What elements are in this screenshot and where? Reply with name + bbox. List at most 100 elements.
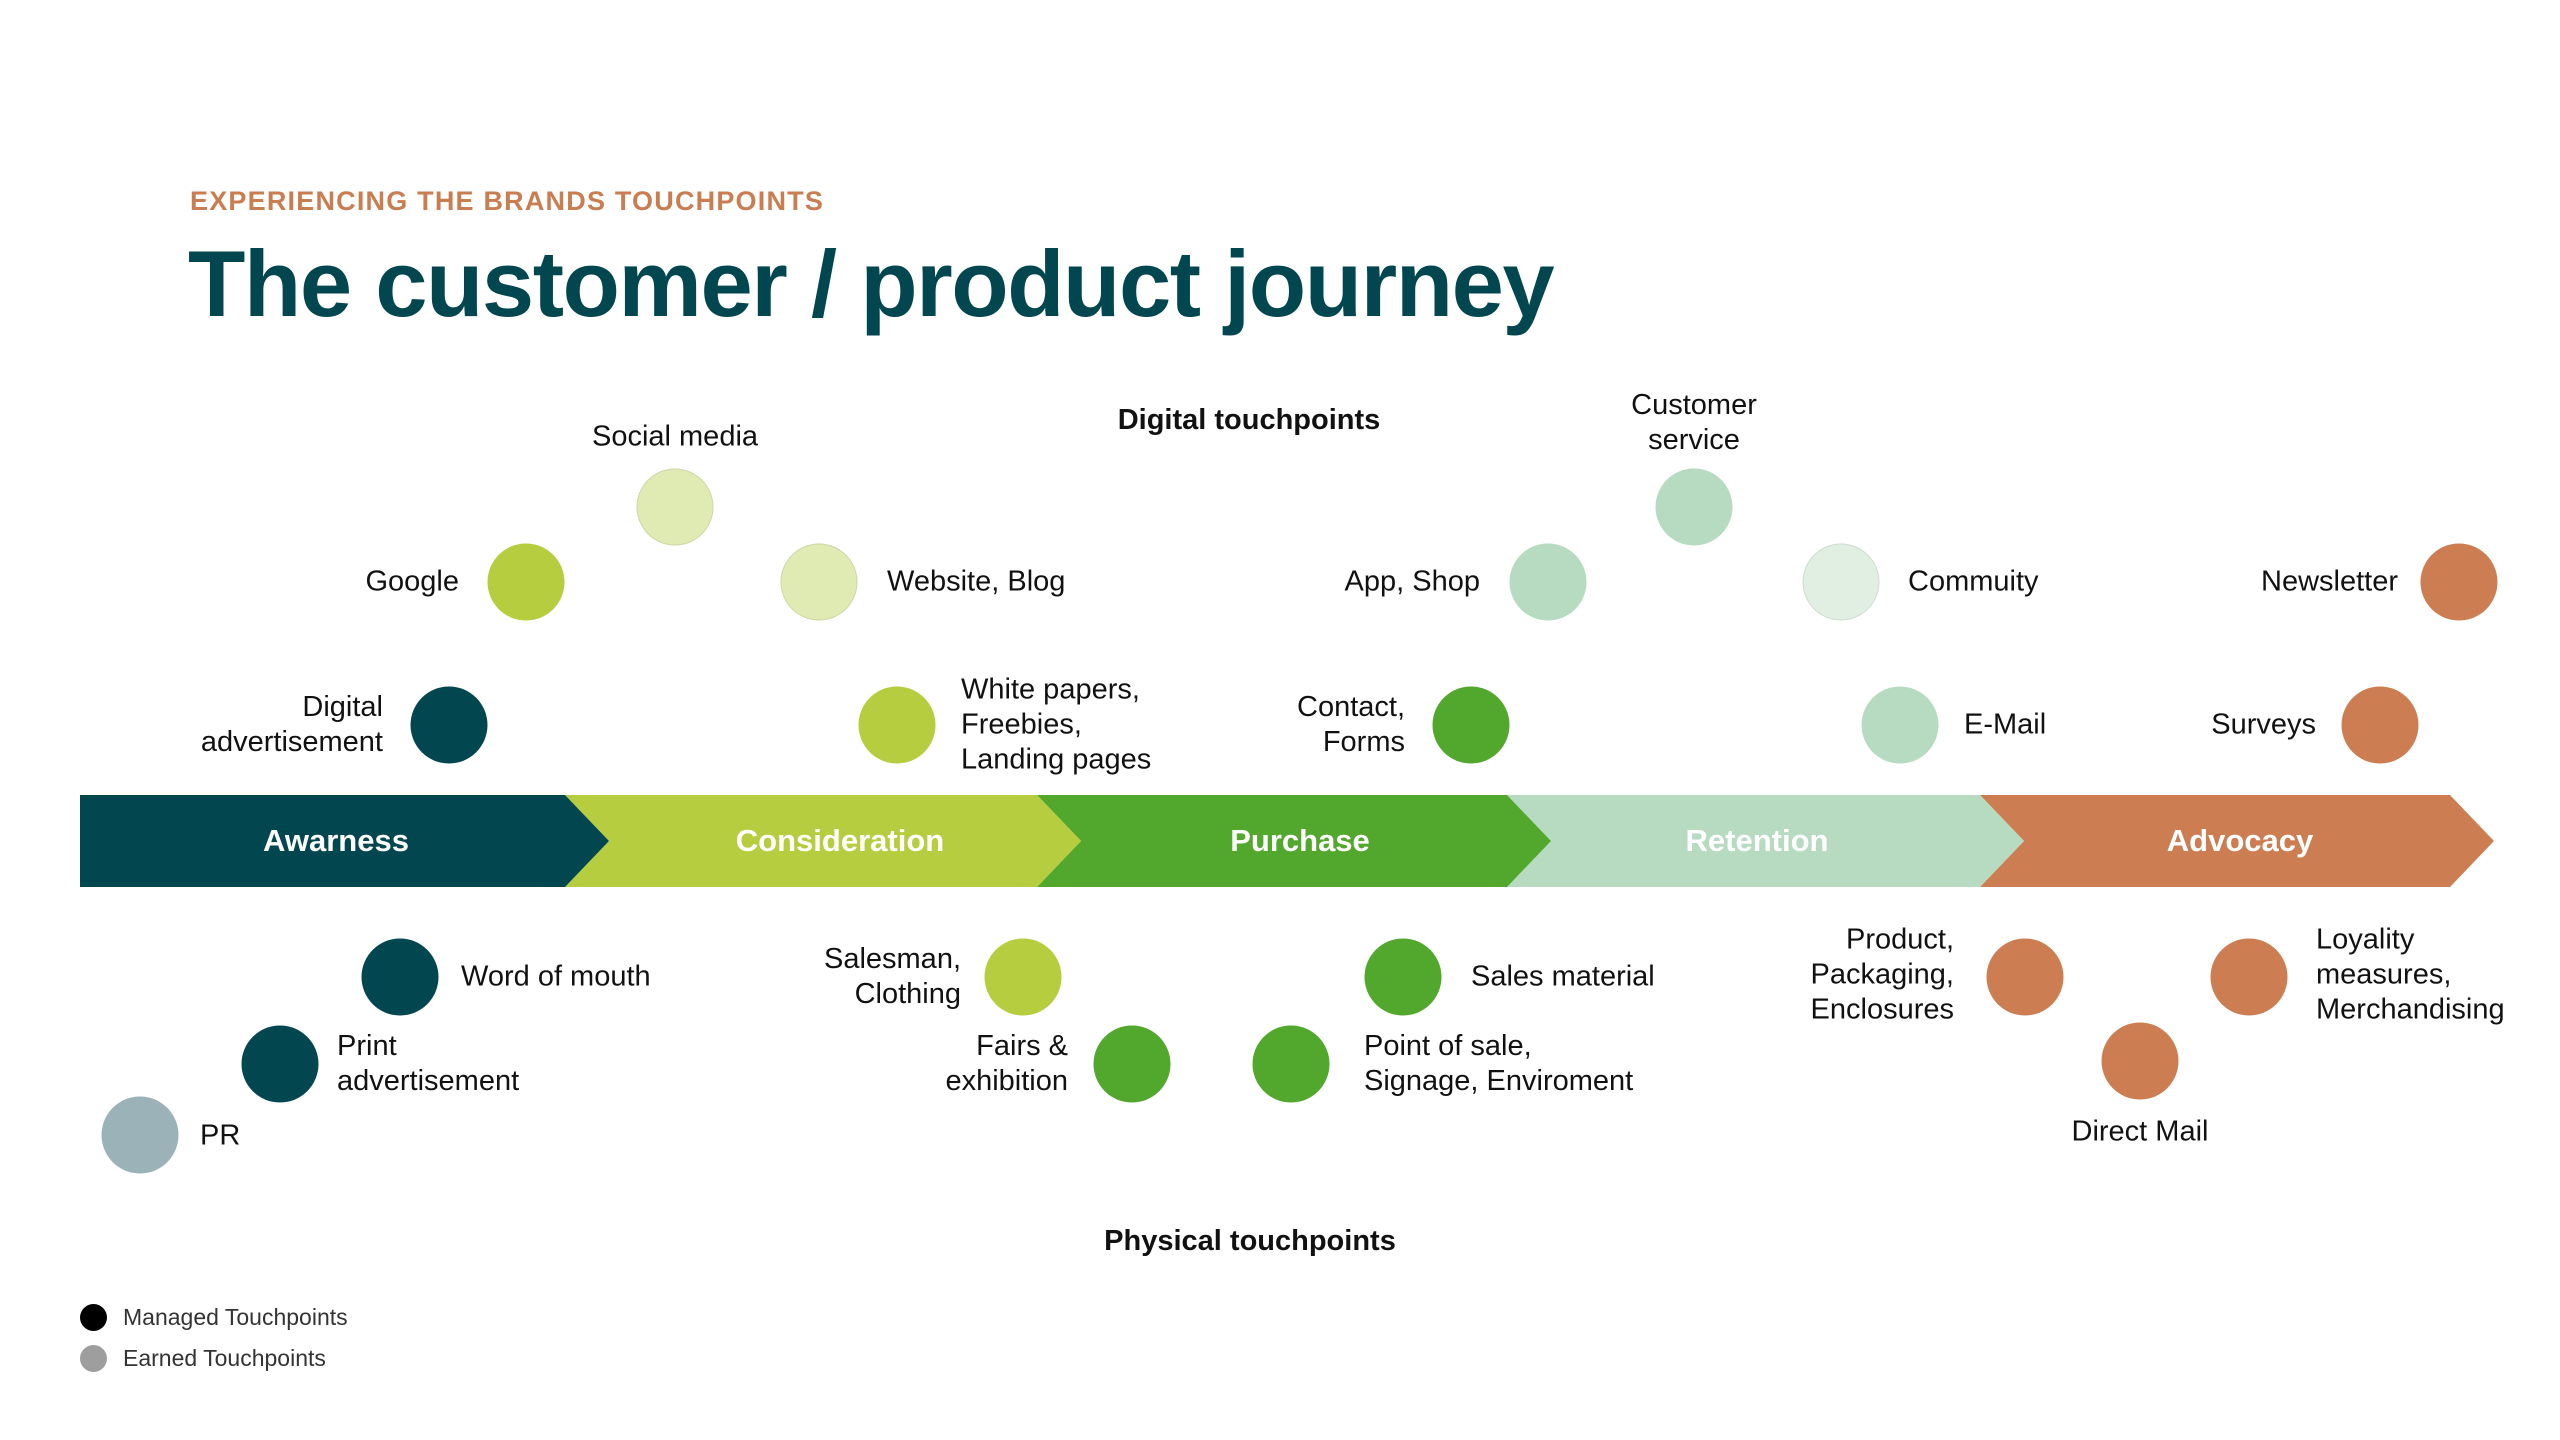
stage-segment-purchase [1037, 795, 1551, 887]
stage-label-advocacy: Advocacy [2166, 823, 2314, 858]
stage-label-consideration: Consideration [735, 823, 945, 858]
touchpoint-label-line: Customer [1631, 389, 1757, 421]
touchpoint-label-line: service [1648, 424, 1740, 456]
touchpoint-label-line: Commuity [1908, 565, 2039, 598]
touchpoint-label-social-media: Social media [592, 420, 758, 455]
touchpoint-label-line: Digital [302, 691, 383, 723]
touchpoint-label-line: Word of mouth [461, 960, 651, 993]
touchpoint-label-line: Enclosures [1810, 993, 1954, 1026]
touchpoint-label-line: Salesman, [823, 943, 961, 975]
touchpoint-label-line: Contact, [1297, 691, 1405, 723]
touchpoint-dot-digital-advertisement [410, 686, 488, 764]
touchpoint-label-community: Commuity [1908, 565, 2039, 600]
touchpoint-dot-community [1802, 543, 1880, 621]
legend-item-earned: Earned Touchpoints [80, 1345, 326, 1372]
touchpoint-dot-point-of-sale [1252, 1025, 1330, 1103]
touchpoint-label-line: App, Shop [1344, 565, 1480, 598]
touchpoint-label-line: E-Mail [1964, 708, 2047, 741]
touchpoint-label-salesman-clothing: Salesman,Clothing [824, 942, 961, 1012]
touchpoint-label-line: Clothing [854, 978, 961, 1010]
touchpoint-label-sales-material: Sales material [1471, 960, 1655, 995]
touchpoint-label-newsletter: Newsletter [2261, 565, 2398, 600]
touchpoint-label-line: Print [337, 1030, 397, 1062]
touchpoint-dot-google [487, 543, 565, 621]
touchpoint-label-line: PR [200, 1119, 241, 1152]
legend-dot-managed-icon [80, 1304, 107, 1331]
touchpoint-label-line: advertisement [337, 1065, 520, 1097]
touchpoint-dot-customer-service [1655, 468, 1733, 546]
touchpoint-label-line: advertisement [200, 726, 383, 758]
touchpoint-label-line: Newsletter [2261, 565, 2398, 598]
touchpoint-dot-word-of-mouth [361, 938, 439, 1016]
touchpoint-dot-salesman-clothing [984, 938, 1062, 1016]
touchpoint-dot-contact-forms [1432, 686, 1510, 764]
touchpoint-label-line: Forms [1322, 726, 1405, 758]
touchpoint-label-point-of-sale: Point of sale,Signage, Enviroment [1364, 1029, 1633, 1099]
touchpoint-label-line: Fairs & [976, 1030, 1068, 1062]
touchpoint-label-line: Surveys [2211, 708, 2316, 741]
touchpoint-label-surveys: Surveys [2211, 708, 2316, 743]
touchpoint-label-line: exhibition [945, 1065, 1068, 1097]
touchpoint-label-e-mail: E-Mail [1964, 708, 2046, 743]
touchpoint-label-line: Landing pages [961, 743, 1152, 776]
touchpoint-label-line: measures, [2316, 958, 2452, 991]
touchpoint-label-line: Sales material [1471, 960, 1655, 993]
touchpoint-label-white-papers: White papers,Freebies,Landing pages [961, 673, 1151, 778]
stage-label-purchase: Purchase [1230, 823, 1370, 858]
touchpoint-dot-pr [101, 1096, 179, 1174]
touchpoint-dot-social-media [636, 468, 714, 546]
touchpoint-dot-fairs-exhibition [1093, 1025, 1171, 1103]
touchpoint-label-line: Signage, Enviroment [1364, 1065, 1634, 1097]
touchpoint-label-pr: PR [200, 1119, 240, 1154]
touchpoint-label-fairs-exhibition: Fairs &exhibition [945, 1029, 1068, 1099]
physical-touchpoints-heading: Physical touchpoints [1104, 1225, 1396, 1257]
legend-label: Earned Touchpoints [123, 1345, 326, 1371]
legend-item-managed: Managed Touchpoints [80, 1304, 348, 1331]
touchpoint-label-contact-forms: Contact,Forms [1297, 690, 1405, 760]
touchpoint-dot-loyalty-measures [2210, 938, 2288, 1016]
touchpoint-label-line: White papers, [961, 673, 1140, 706]
touchpoint-label-product-packaging: Product,Packaging,Enclosures [1811, 923, 1955, 1028]
touchpoint-dot-website-blog [780, 543, 858, 621]
touchpoint-label-google: Google [365, 565, 459, 600]
touchpoint-label-line: Packaging, [1810, 958, 1955, 991]
touchpoint-label-line: Website, Blog [887, 565, 1066, 598]
touchpoint-label-line: Merchandising [2316, 993, 2505, 1026]
touchpoint-label-direct-mail: Direct Mail [2072, 1115, 2209, 1150]
touchpoint-label-line: Point of sale, [1364, 1030, 1532, 1062]
touchpoint-dot-surveys [2341, 686, 2419, 764]
touchpoint-label-website-blog: Website, Blog [887, 565, 1065, 600]
touchpoint-dot-e-mail [1861, 686, 1939, 764]
touchpoint-label-line: Google [365, 565, 459, 598]
touchpoint-dot-direct-mail [2101, 1022, 2179, 1100]
touchpoint-label-line: Social media [591, 420, 759, 453]
stage-segment-awareness [80, 795, 609, 887]
touchpoint-dot-print-advertisement [241, 1025, 319, 1103]
legend-dot-earned-icon [80, 1345, 107, 1372]
touchpoint-label-word-of-mouth: Word of mouth [461, 960, 651, 995]
stage-label-retention: Retention [1685, 823, 1829, 858]
stage-segment-advocacy [1980, 795, 2494, 887]
stage-segment-retention [1507, 795, 2024, 887]
digital-touchpoints-heading: Digital touchpoints [1117, 404, 1381, 436]
stage-segment-consideration [565, 795, 1081, 887]
touchpoint-label-line: Loyality [2316, 923, 2415, 956]
stage-label-awareness: Awarness [263, 823, 409, 858]
touchpoint-label-app-shop: App, Shop [1345, 565, 1480, 600]
eyebrow-heading: EXPERIENCING THE BRANDS TOUCHPOINTS [190, 186, 825, 216]
touchpoint-dot-app-shop [1509, 543, 1587, 621]
touchpoint-label-line: Product, [1846, 923, 1954, 956]
touchpoint-dot-product-packaging [1986, 938, 2064, 1016]
touchpoint-dot-sales-material [1364, 938, 1442, 1016]
page-title: The customer / product journey [188, 231, 1555, 336]
touchpoint-dot-newsletter [2420, 543, 2498, 621]
legend-label: Managed Touchpoints [123, 1304, 348, 1330]
touchpoint-label-line: Freebies, [961, 708, 1082, 741]
touchpoint-dot-white-papers [858, 686, 936, 764]
touchpoint-label-line: Direct Mail [2071, 1115, 2209, 1148]
